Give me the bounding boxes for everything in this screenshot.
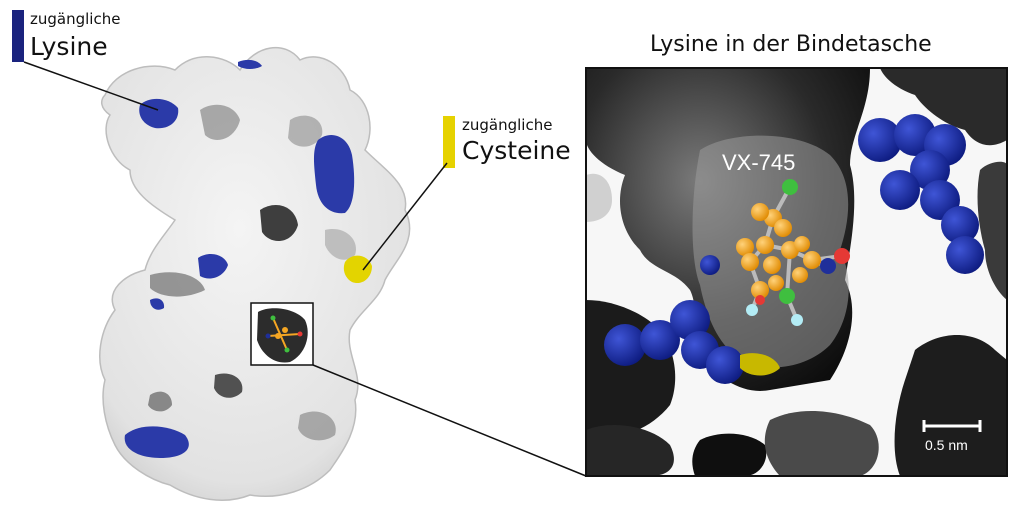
lysine-legend-label: Lysine [30, 32, 108, 61]
lysine-legend-caption: zugängliche [30, 10, 121, 28]
lysine-patches [124, 59, 355, 458]
inset-frame [585, 67, 1008, 477]
cysteine-legend-caption: zugängliche [462, 116, 553, 134]
lysine-spheres-right [858, 114, 984, 274]
cysteine-legend-swatch [443, 116, 455, 168]
inset-cysteine [740, 353, 780, 376]
cysteine-leader-line [362, 162, 448, 271]
scale-bar-label: 0.5 nm [925, 437, 968, 453]
lysine-legend-swatch [12, 10, 24, 62]
lysine-spheres-left [604, 255, 744, 384]
ligand-label: VX-745 [722, 150, 795, 175]
cysteine-legend-label: Cysteine [462, 136, 571, 165]
lysine-leader-line [23, 61, 159, 111]
zoom-leader-top [312, 364, 587, 477]
scale-bar: 0.5 nm [922, 420, 982, 453]
inset-title: Lysine in der Bindetasche [650, 32, 932, 57]
pocket-highlight-box [250, 302, 314, 366]
ligand-vx745 [736, 179, 850, 326]
inset-panel: VX-745 0.5 nm [585, 67, 1008, 477]
cysteine-patch [343, 255, 372, 284]
